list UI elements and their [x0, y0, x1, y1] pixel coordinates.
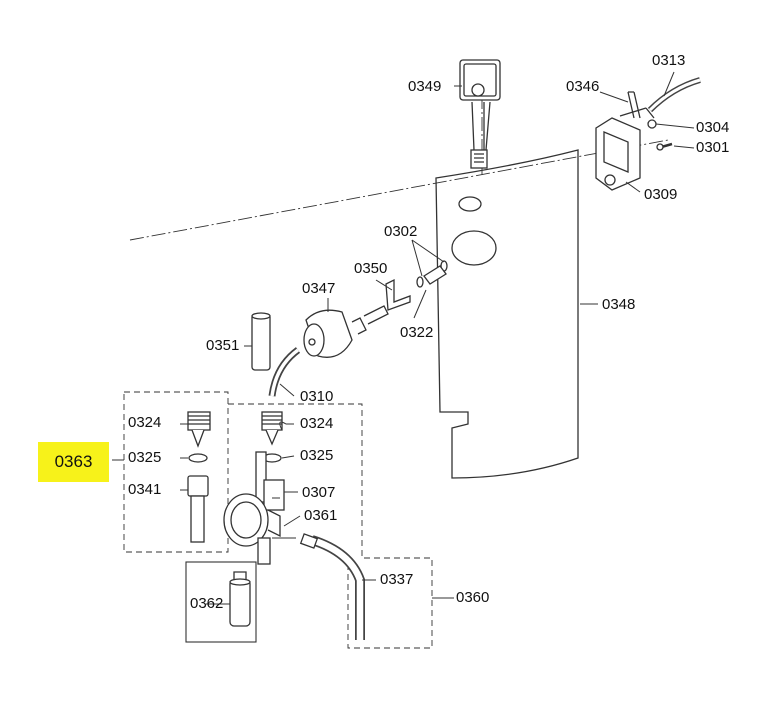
part-0307-valve-body	[223, 451, 285, 565]
label-0310[interactable]: 0310	[300, 388, 334, 405]
part-0350-bracket	[385, 278, 411, 311]
label-0302[interactable]: 0302	[384, 223, 418, 240]
label-0346[interactable]: 0346	[566, 78, 600, 95]
part-0304-ring	[647, 119, 657, 129]
label-0307[interactable]: 0307	[302, 484, 336, 501]
label-0361[interactable]: 0361	[304, 507, 338, 524]
label-0325-right[interactable]: 0325	[300, 447, 334, 464]
panel-0348	[435, 149, 579, 479]
part-0351-tube	[251, 313, 271, 371]
part-0361-fitting	[299, 533, 319, 549]
panel-small-hole	[458, 196, 482, 212]
label-0362[interactable]: 0362	[190, 595, 224, 612]
part-0347-coil	[303, 305, 389, 358]
label-0322[interactable]: 0322	[400, 324, 434, 341]
part-0322-tube	[423, 265, 447, 285]
part-0325-ring-left	[188, 453, 208, 463]
label-0309[interactable]: 0309	[644, 186, 678, 203]
label-0324-left[interactable]: 0324	[128, 414, 162, 431]
label-0325-left[interactable]: 0325	[128, 449, 162, 466]
label-0360[interactable]: 0360	[456, 589, 490, 606]
group-box-0363	[123, 391, 229, 553]
part-0324-nozzle-right	[261, 411, 283, 446]
group-box-0360	[228, 403, 433, 649]
label-0301[interactable]: 0301	[696, 139, 730, 156]
highlighted-part-0363[interactable]: 0363	[38, 442, 109, 482]
part-0337-pipe	[310, 535, 365, 640]
part-0341-pipe	[187, 475, 209, 543]
label-0351[interactable]: 0351	[206, 337, 240, 354]
label-0337[interactable]: 0337	[380, 571, 414, 588]
part-0313-hose	[647, 77, 701, 113]
label-0324-right[interactable]: 0324	[300, 415, 334, 432]
panel-round-cover	[451, 230, 497, 266]
label-0350[interactable]: 0350	[354, 260, 388, 277]
label-0349[interactable]: 0349	[408, 78, 442, 95]
part-0346-clip	[627, 91, 641, 119]
part-0324-nozzle-left	[187, 411, 211, 448]
part-0310-hose	[268, 347, 301, 397]
part-0349-switch	[459, 59, 501, 169]
group-box-0362	[185, 561, 257, 643]
label-0348[interactable]: 0348	[602, 296, 636, 313]
label-0313[interactable]: 0313	[652, 52, 686, 69]
highlight-label: 0363	[54, 452, 93, 471]
label-0347[interactable]: 0347	[302, 280, 336, 297]
part-0362-filter	[229, 571, 251, 627]
label-0341[interactable]: 0341	[128, 481, 162, 498]
part-0309-valve	[595, 107, 655, 191]
label-0304[interactable]: 0304	[696, 119, 730, 136]
